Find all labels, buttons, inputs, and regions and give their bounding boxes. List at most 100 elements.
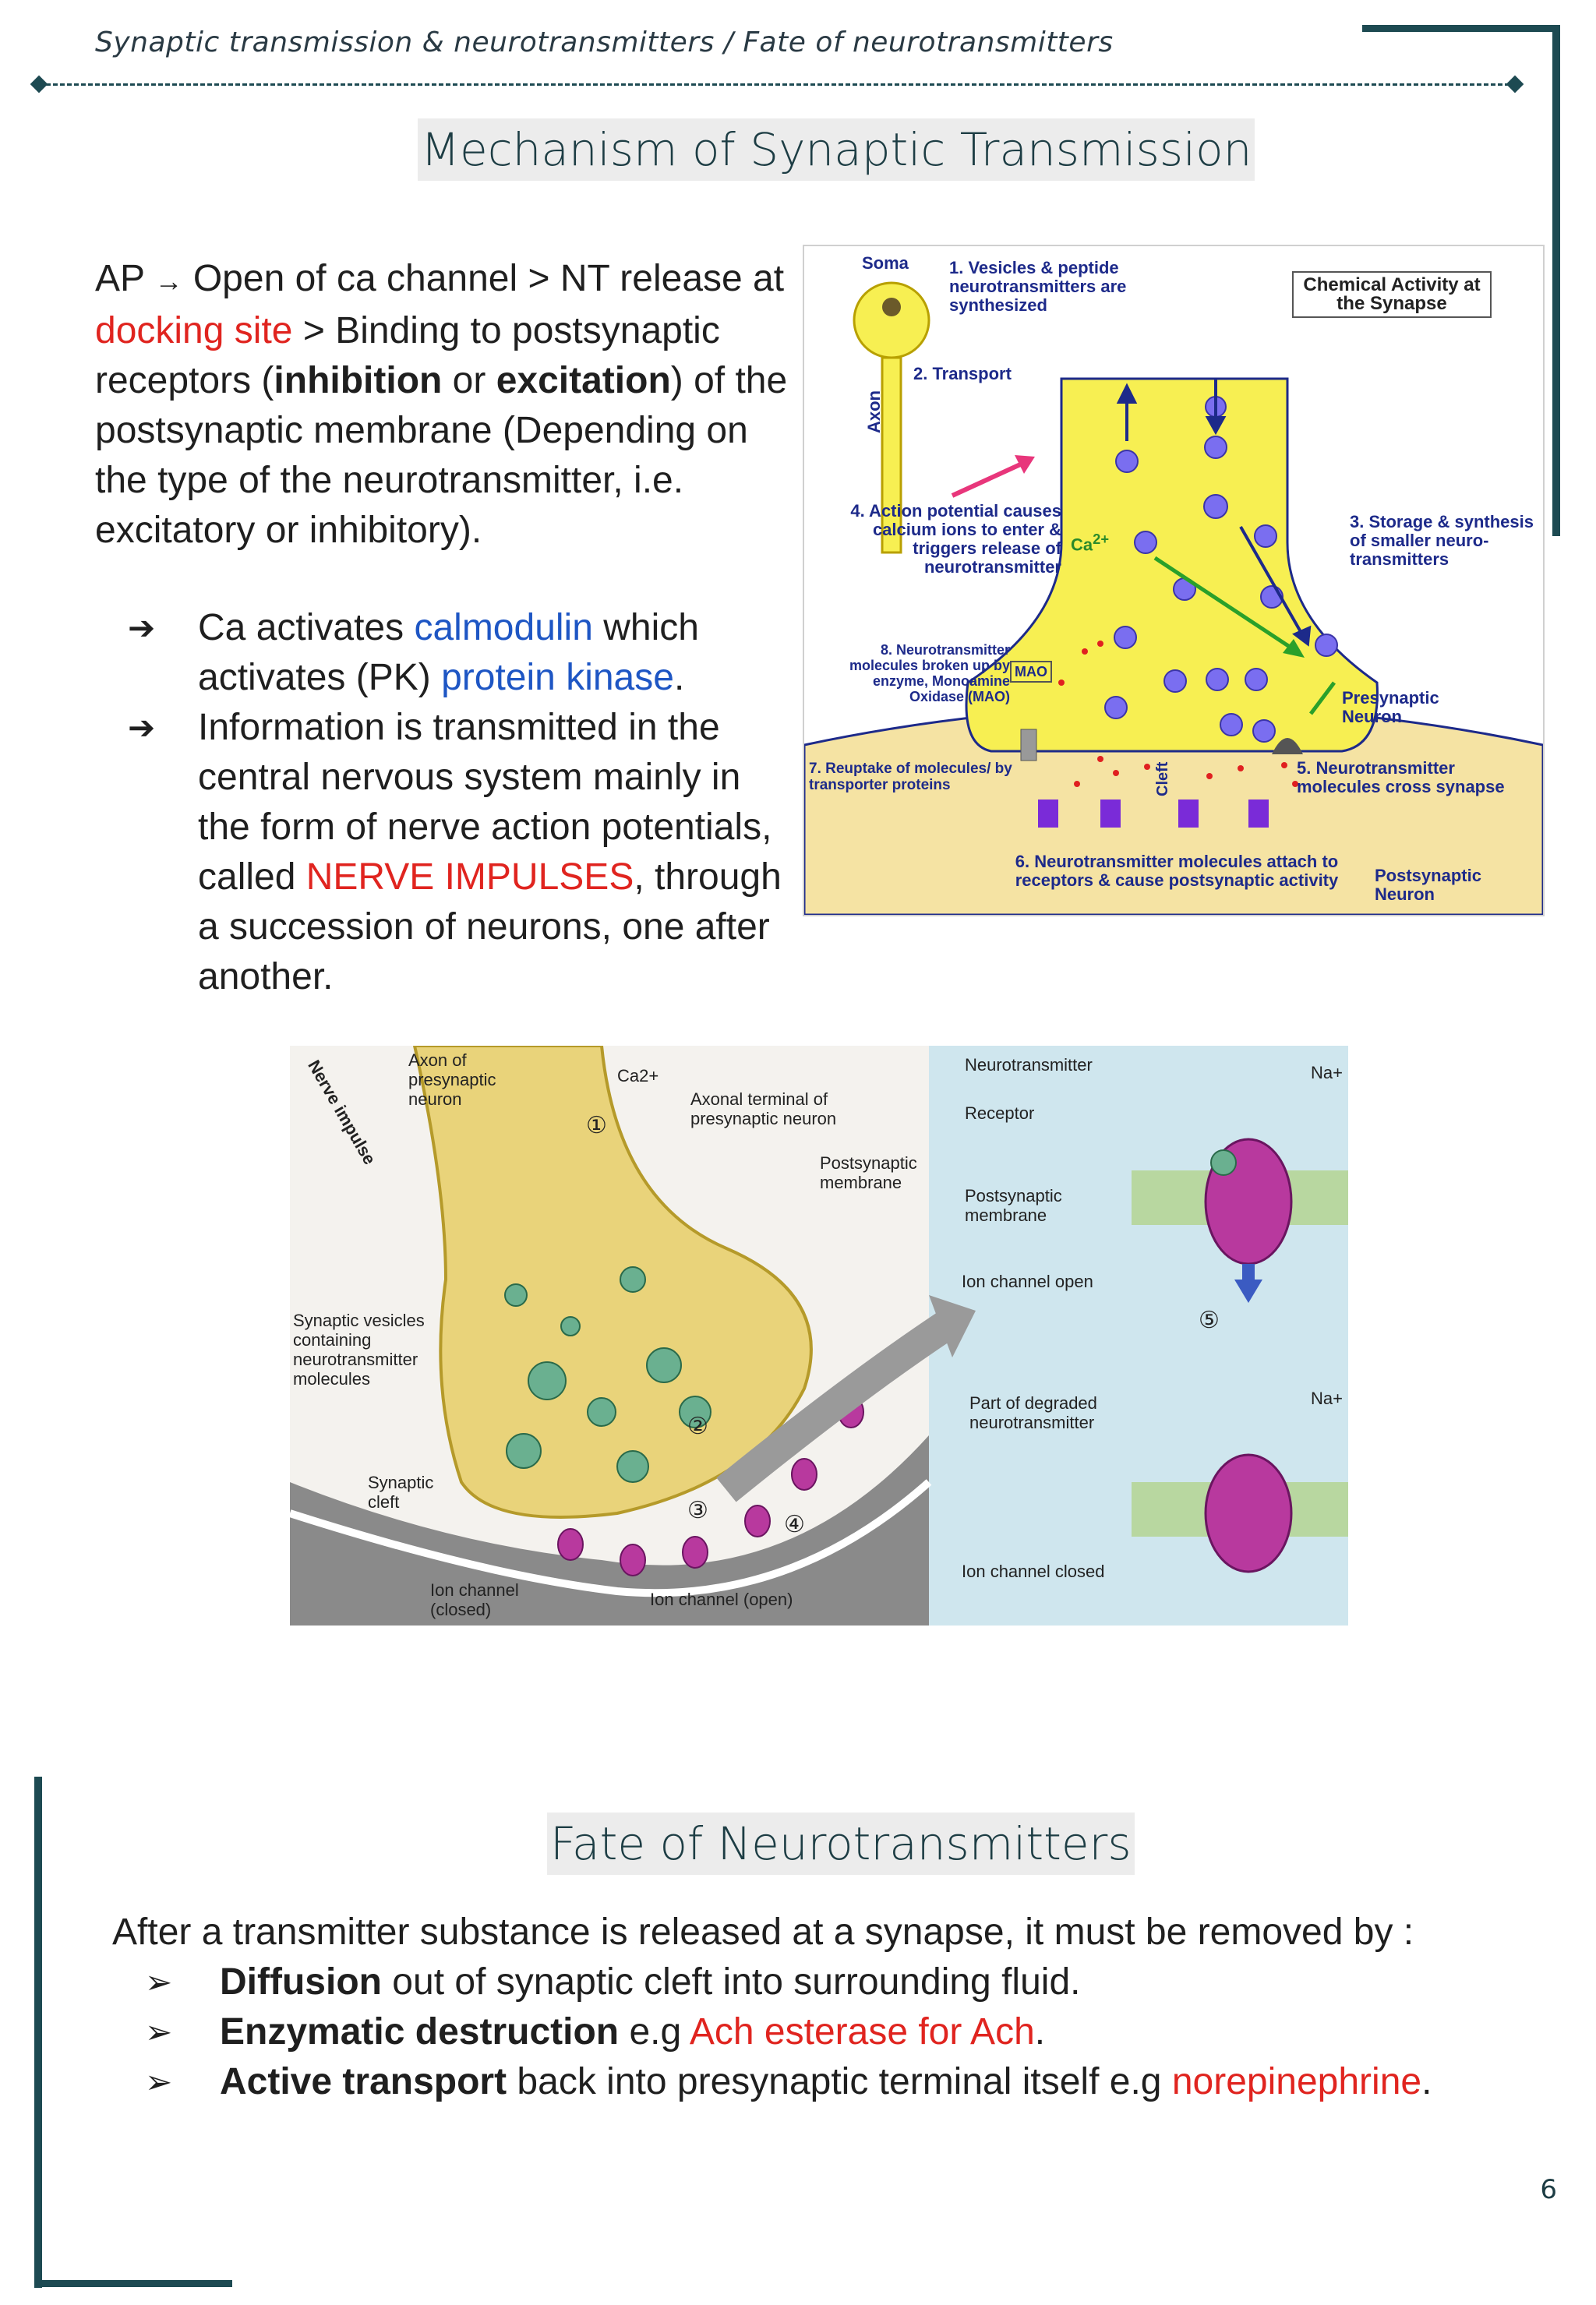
p-text: Open of ca channel > NT release at <box>182 258 785 299</box>
frame-corner-bottom <box>34 2280 232 2287</box>
synaptic-cleft-label: Synaptic cleft <box>368 1473 434 1512</box>
step5-label: 5. Neurotransmitter molecules cross syna… <box>1297 758 1505 796</box>
ion-channel-open-right-label: Ion channel open <box>962 1272 1093 1291</box>
step-1-marker: ① <box>586 1113 607 1138</box>
arrowhead-bullet-icon: ➢ <box>145 1964 173 2000</box>
highlight-calmodulin: calmodulin <box>414 607 593 648</box>
arrow-bullet-icon: ➔ <box>128 709 156 746</box>
frame-corner-left <box>34 1777 42 2288</box>
arrow-right-icon: → <box>154 265 183 297</box>
axon-shape <box>881 356 902 554</box>
step6-label: 6. Neurotransmitter molecules attach to … <box>1015 852 1339 890</box>
na-label: Na+ <box>1311 1063 1343 1082</box>
nucleus-shape <box>882 298 901 316</box>
step-3-marker: ③ <box>687 1498 708 1523</box>
bold-inhibition: inhibition <box>274 360 443 401</box>
synapse-diagram-svg <box>804 281 1543 915</box>
fate-item-example: Ach esterase for Ach <box>689 2011 1035 2053</box>
text: Ca activates <box>198 607 415 648</box>
presynaptic-terminal-shape <box>965 377 1379 753</box>
page-number: 6 <box>1540 2174 1557 2205</box>
header-divider <box>39 83 1517 86</box>
list-item: ➢ Diffusion out of synaptic cleft into su… <box>145 1957 1548 2007</box>
p-text: AP <box>95 258 155 299</box>
synaptic-vesicles-label: Synaptic vesicles containing neurotransm… <box>293 1311 425 1389</box>
ion-channel-closed-label: Ion channel (closed) <box>430 1580 519 1619</box>
ion-channel-open-label: Ion channel (open) <box>650 1590 793 1609</box>
text: Information is transmitted in the centra… <box>198 707 772 898</box>
postsynaptic-membrane-right-label: Postsynaptic membrane <box>965 1186 1062 1225</box>
fate-item-text: Diffusion out of synaptic cleft into sur… <box>220 1957 1080 2007</box>
fate-item-text: Active transport back into presynaptic t… <box>220 2057 1432 2107</box>
bullet-text: Ca activates calmodulin which activates … <box>198 603 798 703</box>
chemical-activity-title: Chemical Activity at the Synapse <box>1292 271 1492 318</box>
ca-label: Ca2+ <box>617 1066 659 1085</box>
fate-item-desc: e.g <box>619 2011 690 2053</box>
neurotransmitter-label: Neurotransmitter <box>965 1055 1093 1075</box>
postsynaptic-label: Postsynaptic Neuron <box>1375 866 1481 904</box>
na-label: Na+ <box>1311 1389 1343 1408</box>
fate-item-desc: back into presynaptic terminal itself e.… <box>507 2061 1172 2102</box>
text: . <box>673 657 685 698</box>
ca-text: Ca <box>1071 535 1093 555</box>
fate-item-bold: Diffusion <box>220 1961 382 2003</box>
axonal-terminal-label: Axonal terminal of presynaptic neuron <box>690 1089 837 1128</box>
fate-item-end: . <box>1421 2061 1432 2102</box>
degraded-nt-label: Part of degraded neurotransmitter <box>969 1393 1097 1432</box>
receptor-label: Receptor <box>965 1103 1035 1123</box>
step7-label: 7. Reuptake of molecules/ by transporter… <box>809 761 1012 793</box>
step-5-marker: ⑤ <box>1199 1308 1220 1333</box>
highlight-protein-kinase: protein kinase <box>441 657 674 698</box>
step8-label: 8. Neurotransmitter molecules broken up … <box>849 642 1010 704</box>
arrowhead-bullet-icon: ➢ <box>145 2063 173 2100</box>
list-item: ➢ Active transport back into presynaptic … <box>145 2057 1548 2107</box>
ca-label: Ca2+ <box>1071 530 1109 554</box>
divider-right-diamond-icon <box>1506 75 1524 94</box>
section-title-mechanism: Mechanism of Synaptic Transmission <box>418 118 1255 181</box>
text: , through a succession of neurons, one a… <box>198 856 782 997</box>
axon-label: Axon <box>864 390 884 433</box>
fate-item-bold: Enzymatic destruction <box>220 2011 620 2053</box>
release-site <box>1272 738 1303 754</box>
pink-arrow <box>951 459 1029 498</box>
soma-shape <box>853 281 930 359</box>
arrow-bullet-icon: ➔ <box>128 609 156 646</box>
step3-label: 3. Storage & synthesis of smaller neuro-… <box>1350 512 1534 569</box>
p-text: ) of the postsynaptic membrane (Dependin… <box>95 360 788 551</box>
section-title-fate: Fate of Neurotransmitters <box>547 1813 1135 1875</box>
highlight-docking-site: docking site <box>95 310 293 351</box>
mao-label: MAO <box>1010 661 1052 683</box>
fate-item-text: Enzymatic destruction e.g Ach esterase f… <box>220 2007 1045 2057</box>
list-item: ➔ Information is transmitted in the cent… <box>128 703 798 1002</box>
ca-sup: 2+ <box>1093 531 1110 547</box>
synapse-chemical-activity-figure: Soma Axon 1. Vesicles & peptide neurotra… <box>803 245 1545 916</box>
arrowhead-bullet-icon: ➢ <box>145 2014 173 2050</box>
frame-corner-right <box>1552 25 1560 536</box>
step1-label: 1. Vesicles & peptide neurotransmitters … <box>949 258 1127 315</box>
frame-corner-top <box>1362 25 1560 32</box>
highlight-nerve-impulses: NERVE IMPULSES <box>305 856 634 898</box>
axon-presynaptic-label: Axon of presynaptic neuron <box>408 1050 496 1109</box>
step4-label: 4. Action potential causes calcium ions … <box>850 501 1061 577</box>
list-item: ➔ Ca activates calmodulin which activate… <box>128 603 798 703</box>
p-text: > Binding to postsynaptic receptors ( <box>95 310 720 401</box>
fate-item-example: norepinephrine <box>1171 2061 1422 2102</box>
ion-channel-closed-right-label: Ion channel closed <box>962 1562 1105 1581</box>
list-item: ➢ Enzymatic destruction e.g Ach esterase … <box>145 2007 1548 2057</box>
divider-left-diamond-icon <box>30 75 48 94</box>
soma-label: Soma <box>862 253 909 273</box>
fate-item-desc: out of synaptic cleft into surrounding f… <box>381 1961 1081 2003</box>
presynaptic-label: Presynaptic Neuron <box>1342 688 1439 726</box>
fate-intro: After a transmitter substance is release… <box>112 1911 1414 1953</box>
step-4-marker: ④ <box>784 1512 805 1537</box>
receptors <box>1038 800 1269 828</box>
cleft-label: Cleft <box>1154 761 1171 796</box>
reuptake-transporter <box>1020 729 1037 761</box>
mechanism-paragraph: AP → Open of ca channel > NT release at … <box>95 254 789 556</box>
bold-excitation: excitation <box>496 360 671 401</box>
breadcrumb: Synaptic transmission & neurotransmitter… <box>95 26 1114 58</box>
fate-item-end: . <box>1034 2011 1046 2053</box>
step-2-marker: ② <box>687 1414 708 1439</box>
bullet-text: Information is transmitted in the centra… <box>198 703 798 1002</box>
synapse-illustration-figure: Axon of presynaptic neuron Nerve impulse… <box>290 1046 1348 1626</box>
